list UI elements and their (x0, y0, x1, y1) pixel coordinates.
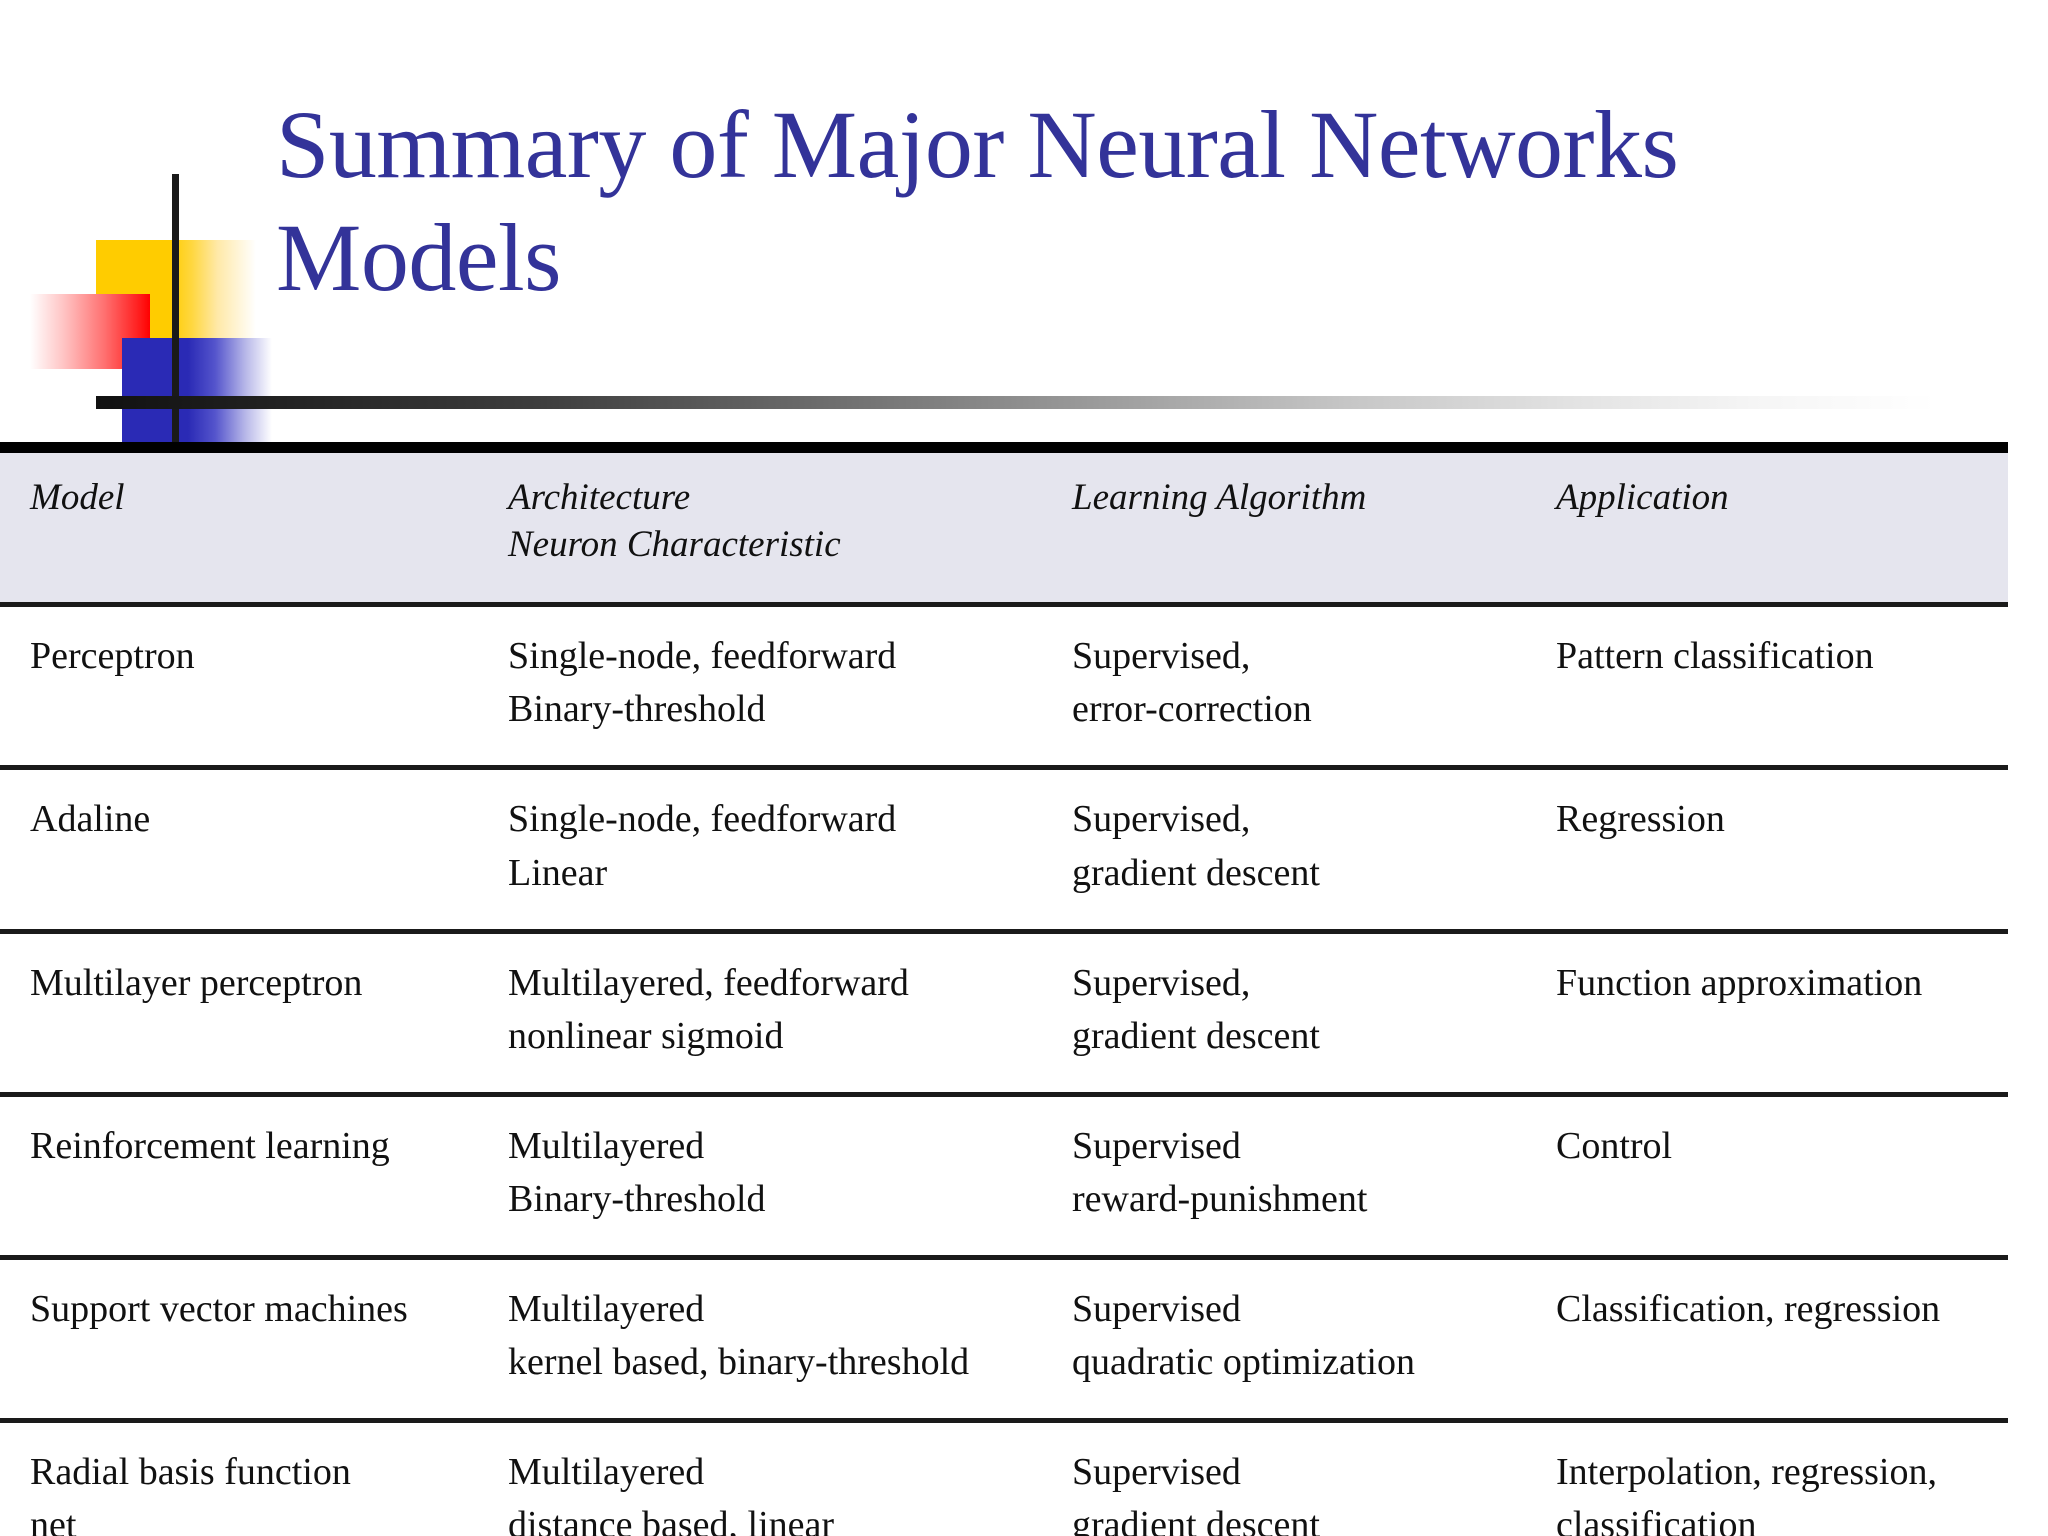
cell-architecture: Multilayered distance based, linear (508, 1420, 1072, 1536)
cell-learning-algorithm-line-1: Supervised (1072, 1288, 1241, 1331)
cell-learning-algorithm-line-2: gradient descent (1072, 851, 1320, 894)
cell-architecture-line-1: Multilayered (508, 1451, 705, 1494)
page-title-line-2: Models (276, 204, 562, 312)
cell-architecture-line-1: Multilayered, feedforward (508, 961, 909, 1004)
cell-application-line-2: classification (1556, 1504, 1757, 1536)
models-table-container: Model Architecture Neuron Characteristic… (0, 441, 2008, 1536)
neural-network-models-table: Model Architecture Neuron Characteristic… (0, 441, 2008, 1536)
cell-learning-algorithm-line-1: Supervised (1072, 1124, 1241, 1167)
cell-learning-algorithm-line-1: Supervised (1072, 1451, 1241, 1494)
page-title: Summary of Major Neural Networks Models (276, 88, 2036, 315)
cell-model-line-1: Multilayer perceptron (30, 961, 363, 1004)
cell-learning-algorithm-line-2: reward-punishment (1072, 1177, 1368, 1220)
column-header-application: Application (1556, 441, 2008, 608)
table-header-row: Model Architecture Neuron Characteristic… (0, 441, 2008, 608)
vertical-rule-icon (172, 174, 179, 444)
cell-model: Perceptron (0, 604, 508, 771)
column-header-model-line-1: Model (30, 477, 125, 518)
cell-learning-algorithm-line-1: Supervised, (1072, 635, 1251, 678)
cell-model-line-1: Adaline (30, 798, 151, 841)
cell-application-line-1: Control (1556, 1124, 1673, 1167)
cell-architecture-line-1: Multilayered (508, 1288, 705, 1331)
cell-learning-algorithm-line-1: Supervised, (1072, 961, 1251, 1004)
cell-model-line-2: net (30, 1504, 77, 1536)
cell-model: Multilayer perceptron (0, 931, 508, 1097)
cell-architecture-line-1: Multilayered (508, 1124, 705, 1167)
cell-model-line-1: Radial basis function (30, 1451, 351, 1494)
cell-model-line-1: Reinforcement learning (30, 1124, 390, 1167)
cell-application: Interpolation, regression, classification (1556, 1420, 2008, 1536)
column-header-architecture-line-1: Architecture (508, 477, 691, 518)
cell-learning-algorithm: Supervised quadratic optimization (1072, 1257, 1556, 1424)
cell-learning-algorithm-line-1: Supervised, (1072, 798, 1251, 841)
cell-learning-algorithm-line-2: error-correction (1072, 688, 1312, 731)
cell-learning-algorithm: Supervised reward-punishment (1072, 1094, 1556, 1261)
cell-application: Function approximation (1556, 931, 2008, 1097)
cell-learning-algorithm: Supervised, gradient descent (1072, 931, 1556, 1097)
cell-architecture-line-2: Binary-threshold (508, 1177, 766, 1220)
cell-learning-algorithm: Supervised gradient descent (1072, 1420, 1556, 1536)
column-header-architecture-line-2: Neuron Characteristic (508, 523, 841, 565)
cell-application: Classification, regression (1556, 1257, 2008, 1424)
cell-learning-algorithm: Supervised, error-correction (1072, 604, 1556, 771)
column-header-learning-algorithm-line-1: Learning Algorithm (1072, 477, 1367, 518)
cell-architecture-line-1: Single-node, feedforward (508, 635, 897, 678)
cell-learning-algorithm: Supervised, gradient descent (1072, 767, 1556, 934)
cell-application-line-1: Regression (1556, 798, 1725, 841)
cell-model-line-1: Perceptron (30, 635, 195, 678)
cell-application: Regression (1556, 767, 2008, 934)
cell-application-line-1: Interpolation, regression, (1556, 1451, 1937, 1494)
page-title-line-1: Summary of Major Neural Networks (276, 91, 1679, 198)
cell-architecture-line-2: kernel based, binary-threshold (508, 1341, 970, 1384)
table-row: Radial basis function net Multilayered dist… (0, 1420, 2008, 1536)
cell-architecture: Multilayered, feedforward nonlinear sigmo… (508, 931, 1072, 1097)
cell-model: Radial basis function net (0, 1420, 508, 1536)
cell-architecture-line-2: Linear (508, 851, 608, 894)
cell-application-line-1: Function approximation (1556, 961, 1923, 1004)
cell-application-line-1: Pattern classification (1556, 635, 1874, 678)
cell-application: Pattern classification (1556, 604, 2008, 771)
horizontal-rule-icon (96, 396, 1936, 409)
column-header-application-line-1: Application (1556, 477, 1729, 518)
column-header-architecture: Architecture Neuron Characteristic (508, 441, 1072, 608)
table-row: Multilayer perceptron Multilayered, feedf… (0, 931, 2008, 1097)
table-row: Support vector machines Multilayered kerne… (0, 1257, 2008, 1424)
cell-application-line-1: Classification, regression (1556, 1288, 1941, 1331)
decorative-logo-graphic (0, 150, 2048, 450)
cell-model: Support vector machines (0, 1257, 508, 1424)
cell-model: Adaline (0, 767, 508, 934)
cell-architecture-line-1: Single-node, feedforward (508, 798, 897, 841)
cell-learning-algorithm-line-2: gradient descent (1072, 1014, 1320, 1057)
cell-learning-algorithm-line-2: gradient descent (1072, 1504, 1320, 1536)
table-header: Model Architecture Neuron Characteristic… (0, 441, 2008, 608)
cell-model-line-1: Support vector machines (30, 1288, 408, 1331)
cell-learning-algorithm-line-2: quadratic optimization (1072, 1341, 1415, 1384)
column-header-learning-algorithm: Learning Algorithm (1072, 441, 1556, 608)
cell-architecture-line-2: nonlinear sigmoid (508, 1014, 784, 1057)
cell-architecture-line-2: Binary-threshold (508, 688, 766, 731)
cell-architecture: Multilayered kernel based, binary-thresho… (508, 1257, 1072, 1424)
column-header-model: Model (0, 441, 508, 608)
cell-model: Reinforcement learning (0, 1094, 508, 1261)
cell-architecture-line-2: distance based, linear (508, 1504, 835, 1536)
blue-square-icon (122, 338, 272, 450)
cell-application: Control (1556, 1094, 2008, 1261)
